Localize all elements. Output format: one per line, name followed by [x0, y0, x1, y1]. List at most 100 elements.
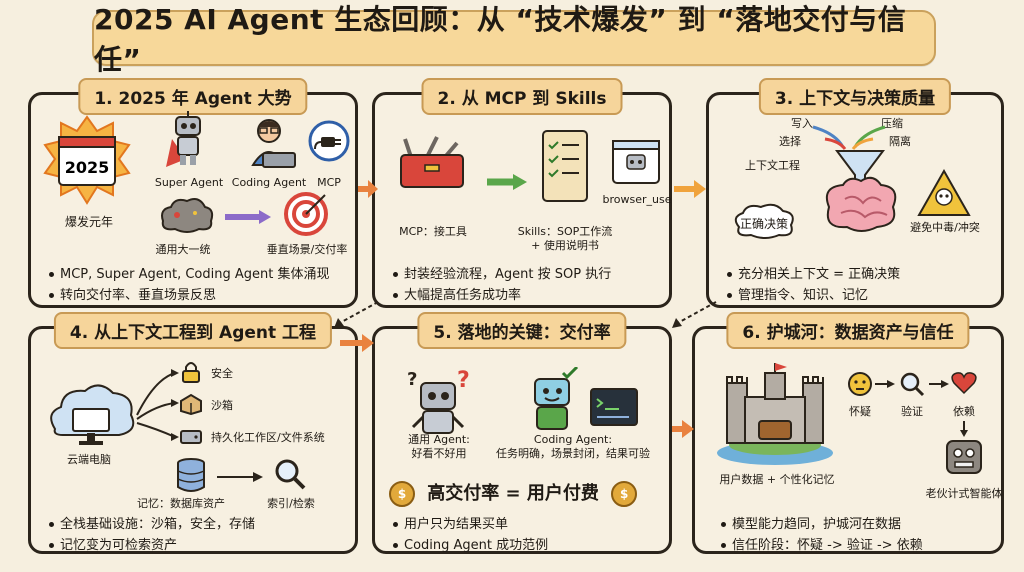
bullet: MCP, Super Agent, Coding Agent 集体涌现: [49, 265, 343, 286]
thinking-face-icon: [847, 371, 873, 401]
label-poison: 避免中毒/冲突: [910, 221, 980, 234]
title-banner: 2025 AI Agent 生态回顾：从 “技术爆发” 到 “落地交付与信任”: [92, 3, 936, 76]
terminal-icon: [589, 387, 639, 431]
flow-arrow-5-6: [672, 420, 694, 438]
label-workspace: 持久化工作区/文件系统: [211, 431, 325, 444]
panel-2-title: 2. 从 MCP 到 Skills: [421, 78, 623, 115]
buddy-robot-icon: [941, 435, 987, 483]
panel-1: 1. 2025 年 Agent 大势 2025 爆发元年 Super Agent: [28, 78, 358, 308]
bullet: 大幅提高任务成功率: [393, 286, 657, 307]
panel-1-bullets: MCP, Super Agent, Coding Agent 集体涌现 转向交付…: [49, 265, 343, 307]
bullet: 用户只为结果买单: [393, 515, 657, 536]
plug-icon: [307, 119, 351, 167]
label-cloud-pc: 云端电脑: [67, 453, 111, 466]
label-general-agent: 通用 Agent:: [408, 433, 470, 446]
cloud-branch-arrows: [136, 369, 179, 441]
label-buddy: 老伙计式智能体: [925, 487, 1003, 500]
panel-6: 6. 护城河：数据资产与信任 用户数据 + 个性化记忆 怀疑 验证 依赖: [692, 312, 1004, 557]
super-agent-robot-icon: [164, 109, 210, 175]
label-vertical: 垂直场景/交付率: [266, 243, 348, 256]
doubt-to-verify-arrow: [875, 380, 895, 388]
label-trust: 依赖: [953, 405, 975, 418]
bullet: 封装经验流程，Agent 按 SOP 执行: [393, 265, 657, 286]
label-coding-agent-2: 任务明确，场景封闭，结果可验: [496, 447, 650, 460]
tools-to-skills-arrow: [487, 174, 527, 190]
panel-5-title: 5. 落地的关键：交付率: [417, 312, 627, 349]
speech-cloud-icon: [731, 203, 797, 243]
scroll-icon: [535, 125, 595, 211]
funnel-brain-icon: [815, 147, 905, 241]
happy-robot-icon: [525, 365, 585, 439]
panel-1-title: 1. 2025 年 Agent 大势: [78, 78, 308, 115]
flow-arrow-2-3: [674, 180, 706, 198]
calendar-icon: 2025: [41, 115, 133, 211]
label-write: 写入: [791, 117, 813, 130]
toolbox-icon: [397, 135, 467, 195]
bullet: 记忆变为可检索资产: [49, 536, 343, 557]
panel-2: 2. 从 MCP 到 Skills MCP：接工具 Skills：SOP工作流 …: [372, 78, 672, 308]
magnifier-icon: [273, 457, 307, 495]
money-bag-icon: $: [389, 481, 415, 507]
label-high-rate: 高交付率 = 用户付费: [427, 483, 599, 504]
cloud-computer-icon: [45, 381, 137, 455]
label-memory: 记忆：数据库资产: [137, 497, 225, 510]
panel-4-bullets: 全栈基础设施：沙箱，安全，存储 记忆变为可检索资产: [49, 515, 343, 557]
confused-robot-icon: ? ?: [403, 367, 473, 445]
flow-arrow-2-4: [334, 301, 379, 328]
bullet: Coding Agent 成功范例: [393, 536, 657, 557]
flow-arrow-1-2: [358, 180, 378, 198]
label-index: 索引/检索: [267, 497, 315, 510]
calendar-year: 2025: [65, 158, 110, 177]
bullet: 管理指令、知识、记忆: [727, 286, 989, 307]
label-isolate: 隔离: [889, 135, 911, 148]
label-security: 安全: [211, 367, 233, 380]
bullet: 模型能力趋同，护城河在数据: [721, 515, 989, 536]
label-context-eng: 上下文工程: [745, 159, 800, 172]
panel-3-title: 3. 上下文与决策质量: [758, 78, 952, 115]
label-verify: 验证: [901, 405, 923, 418]
high-rate-line: $ 高交付率 = 用户付费 $: [389, 479, 638, 507]
trust-to-buddy-arrow: [960, 421, 968, 437]
funnel-arrows: [812, 125, 886, 150]
bullet: 信任阶段：怀疑 -> 验证 -> 依赖: [721, 536, 989, 557]
panel-4-title: 4. 从上下文工程到 Agent 工程: [53, 312, 333, 349]
label-year: 爆发元年: [64, 215, 114, 229]
label-mcp-tools: MCP：接工具: [399, 225, 467, 238]
svg-text:?: ?: [457, 368, 470, 393]
page-title: 2025 AI Agent 生态回顾：从 “技术爆发” 到 “落地交付与信任”: [94, 3, 907, 76]
bullet: 转向交付率、垂直场景反思: [49, 286, 343, 307]
label-select: 选择: [779, 135, 801, 148]
chaos-cloud-icon: [157, 195, 217, 239]
label-user-data: 用户数据 + 个性化记忆: [719, 473, 835, 486]
coding-person-icon: [243, 115, 297, 175]
warning-skull-icon: [917, 168, 971, 221]
label-correct: 正确决策: [739, 217, 789, 231]
label-unify: 通用大一统: [155, 243, 211, 256]
label-doubt: 怀疑: [849, 405, 871, 418]
hard-drive-icon: [179, 427, 203, 451]
sandbox-box-icon: [179, 393, 203, 419]
verify-magnifier-icon: [899, 371, 925, 401]
label-mcp: MCP: [317, 176, 341, 189]
panel-5: 5. 落地的关键：交付率 ? ? 通用 Agent: 好看不好用 C: [372, 312, 672, 557]
lock-icon: [181, 361, 201, 387]
bullet: 充分相关上下文 = 正确决策: [727, 265, 989, 286]
panel-3: 3. 上下文与决策质量 写入 压缩 选择 隔离 上下文工程 正确决策 避免中毒/…: [706, 78, 1004, 308]
memory-to-index-arrow: [217, 472, 263, 482]
panel-6-title: 6. 护城河：数据资产与信任: [726, 312, 970, 349]
browser-robot-icon: [611, 139, 661, 189]
castle-icon: [715, 363, 835, 471]
unify-to-vertical-arrow: [225, 210, 271, 224]
target-icon: [283, 191, 329, 241]
label-coding-agent: Coding Agent:: [533, 433, 613, 446]
database-icon: [175, 457, 207, 497]
label-browser-use: browser_use: [602, 193, 672, 206]
label-super-agent: Super Agent: [154, 176, 224, 189]
flow-arrow-4-5: [340, 334, 374, 352]
svg-text:?: ?: [407, 369, 417, 390]
panel-5-bullets: 用户只为结果买单 Coding Agent 成功范例: [393, 515, 657, 557]
label-skills: Skills：SOP工作流: [517, 225, 613, 238]
panel-2-bullets: 封装经验流程，Agent 按 SOP 执行 大幅提高任务成功率: [393, 265, 657, 307]
bullet: 全栈基础设施：沙箱，安全，存储: [49, 515, 343, 536]
label-coding-agent: Coding Agent: [231, 176, 307, 189]
